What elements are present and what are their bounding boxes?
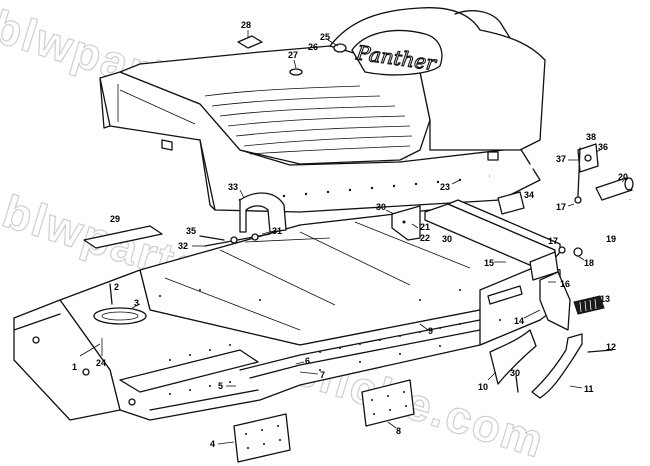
- callout-30-lower: 30: [510, 368, 520, 378]
- callout-15: 15: [484, 258, 494, 268]
- tube-20: [595, 177, 633, 201]
- callout-25: 25: [320, 32, 330, 42]
- seat-emblem-panel: [351, 29, 443, 76]
- callout-14: 14: [514, 316, 524, 326]
- bolt-12: [587, 349, 613, 353]
- callout-13: 13: [600, 294, 610, 304]
- callout-30-center: 30: [376, 202, 386, 212]
- callout-8: 8: [396, 426, 401, 436]
- rear-slot-plate: [487, 285, 523, 305]
- callout-36: 36: [598, 142, 608, 152]
- decal-34: [497, 191, 525, 215]
- callout-9: 9: [428, 326, 433, 336]
- callout-5: 5: [218, 381, 223, 391]
- callout-labels: 1 2 3 4 5 6 7 8 9 10 11 12 13 14: [72, 20, 628, 449]
- bolt-30-lower: [515, 375, 519, 393]
- callout-11: 11: [584, 384, 594, 394]
- bolt-38: [577, 147, 581, 197]
- callout-22: 22: [420, 233, 430, 243]
- callout-28: 28: [241, 20, 251, 30]
- callout-27: 27: [288, 50, 298, 60]
- callout-12: 12: [606, 342, 616, 352]
- seat-cushion-pleats: [204, 85, 413, 155]
- callout-6: 6: [305, 356, 310, 366]
- arm-11: [531, 333, 583, 399]
- seat-grommet-27: [289, 68, 303, 76]
- callout-19: 19: [606, 234, 616, 244]
- callout-7: 7: [320, 370, 325, 380]
- callout-33: 33: [228, 182, 238, 192]
- plate-8: [361, 379, 415, 427]
- oval-plate-3: [93, 307, 147, 325]
- callout-37: 37: [556, 154, 566, 164]
- callout-34: 34: [524, 190, 534, 200]
- callout-3: 3: [134, 298, 139, 308]
- callout-29: 29: [110, 214, 120, 224]
- callout-30-rail: 30: [442, 234, 452, 244]
- seat-decal-28: [237, 35, 263, 49]
- callout-2: 2: [114, 282, 119, 292]
- bracket-33: [239, 192, 287, 233]
- callout-4: 4: [210, 439, 215, 449]
- reflector-13: [573, 295, 605, 315]
- seat-knob-26: [333, 43, 347, 53]
- callout-17-upper: 17: [556, 202, 566, 212]
- callout-35: 35: [186, 226, 196, 236]
- callout-26: 26: [308, 42, 318, 52]
- tunnel-rivets: [159, 289, 501, 395]
- pad-29: [83, 225, 163, 249]
- plate-4: [233, 413, 291, 463]
- nut-18: [573, 247, 583, 257]
- callout-31: 31: [272, 226, 282, 236]
- bolt-35: [199, 235, 225, 241]
- callout-32: 32: [178, 241, 188, 251]
- bracket-30-center: [391, 205, 421, 241]
- callout-21: 21: [420, 222, 430, 232]
- callout-20: 20: [618, 172, 628, 182]
- bracket-10: [489, 329, 537, 385]
- callout-1: 1: [72, 362, 77, 372]
- loose-parts: [83, 143, 634, 463]
- callout-10: 10: [478, 382, 488, 392]
- bolt-2: [109, 283, 113, 305]
- callout-16: 16: [560, 279, 570, 289]
- seat-assembly: Panther: [99, 7, 546, 213]
- tunnel-assembly: [13, 209, 561, 421]
- callout-18: 18: [584, 258, 594, 268]
- flap-14: [539, 271, 571, 331]
- washer-17-lower: [558, 246, 566, 254]
- washer-17-upper: [574, 196, 582, 204]
- callout-17-lower: 17: [548, 236, 558, 246]
- callout-23: 23: [440, 182, 450, 192]
- callout-38: 38: [586, 132, 596, 142]
- callout-24: 24: [96, 358, 106, 368]
